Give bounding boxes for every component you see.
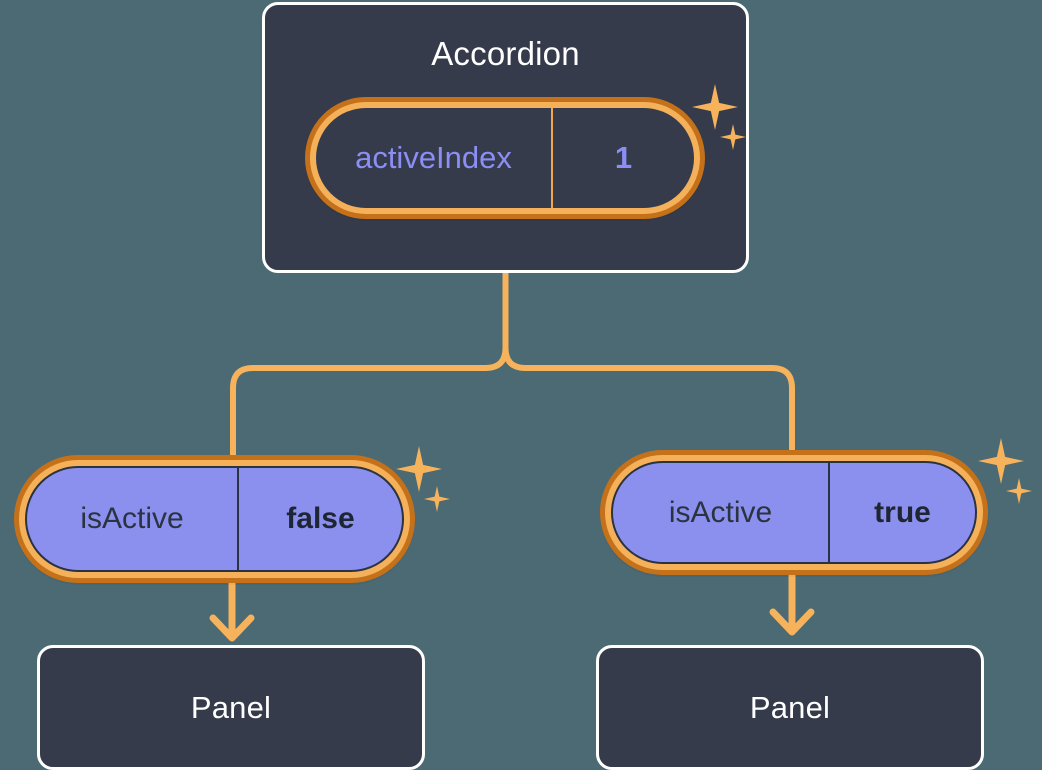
state-value-label: false [237, 468, 402, 570]
pill-body: isActive false [25, 466, 404, 572]
state-key-label: activeIndex [355, 140, 512, 175]
arrow-right-head [769, 608, 815, 636]
pill-ring: isActive true [605, 455, 983, 570]
state-key-label: isActive [80, 502, 184, 535]
state-value-label: true [828, 463, 975, 562]
sparkle-large-icon [978, 438, 1024, 484]
sparkle-small-icon [424, 486, 450, 512]
state-pill-active-index[interactable]: activeIndex 1 [305, 97, 705, 219]
panel-title: Panel [749, 689, 831, 725]
arrow-left-head [209, 614, 255, 642]
connector-branch-right [502, 345, 795, 455]
state-key-label: isActive [668, 495, 773, 529]
pill-ring: activeIndex 1 [310, 102, 700, 214]
state-value-label: 1 [551, 108, 694, 208]
connector-branch-left [230, 345, 509, 461]
sparkle-small-icon [1006, 478, 1032, 504]
pill-body: isActive true [611, 461, 977, 564]
pill-body: activeIndex 1 [316, 108, 694, 208]
state-pill-is-active-right[interactable]: isActive true [600, 450, 988, 575]
panel-title: Panel [190, 689, 272, 725]
panel-component-card-right[interactable]: Panel [596, 645, 984, 770]
state-pill-is-active-left[interactable]: isActive false [14, 455, 415, 583]
pill-ring: isActive false [19, 460, 410, 578]
accordion-title: Accordion [431, 35, 580, 72]
panel-component-card-left[interactable]: Panel [37, 645, 425, 770]
